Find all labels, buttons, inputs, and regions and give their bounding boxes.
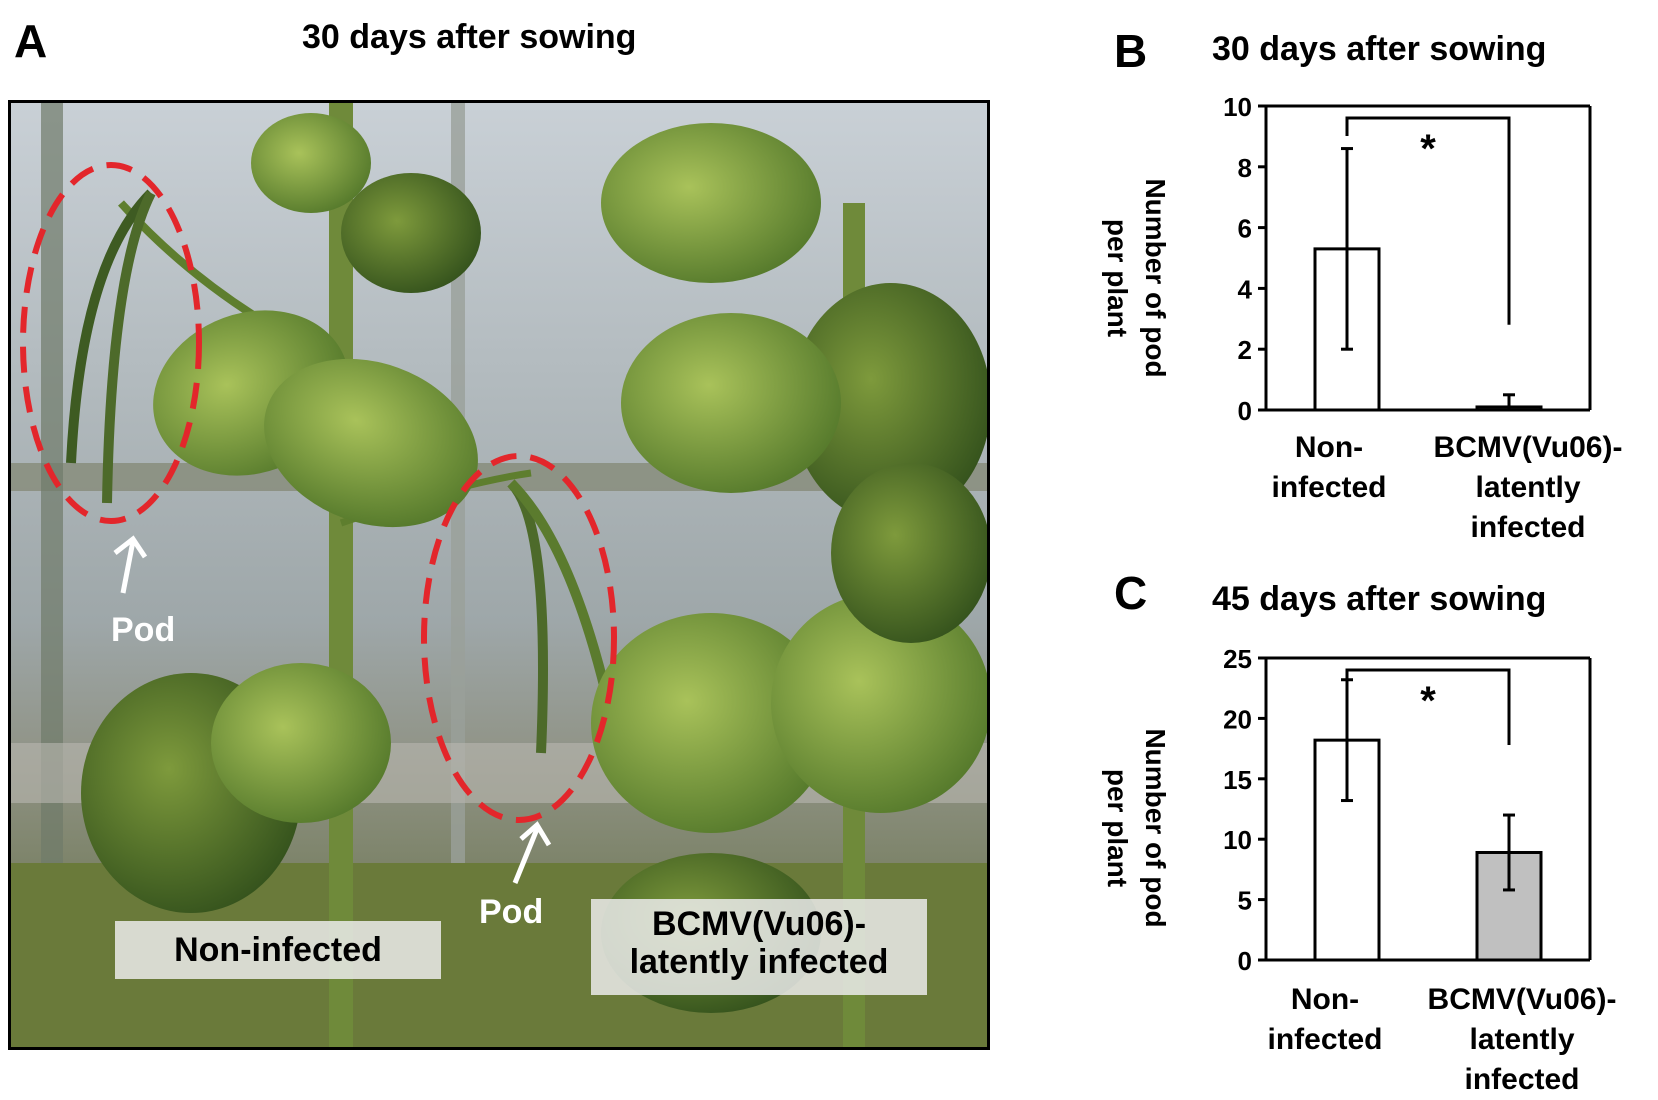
- pod: [66, 189, 155, 464]
- leaf: [771, 593, 987, 813]
- chart-b-ytick-label: 6: [1238, 214, 1252, 244]
- chart-c-ytick-label: 5: [1238, 886, 1252, 916]
- label-non-infected: Non-infected: [115, 921, 441, 979]
- chart-c-category-1: Non- infected: [1210, 980, 1440, 1060]
- chart-c-significance-bracket: [1345, 668, 1511, 746]
- panel-c-ylabel-line2: per plant: [1102, 768, 1133, 888]
- panel-a-title: 30 days after sowing: [302, 18, 637, 56]
- leaf: [601, 123, 821, 283]
- panel-c-ylabel-line1: Number of pod: [1140, 728, 1171, 928]
- chart-b-significance-bracket: [1345, 116, 1511, 325]
- chart-b-ytick-label: 0: [1238, 396, 1252, 426]
- pod: [102, 190, 156, 504]
- chart-b-category-2: BCMV(Vu06)- latently infected: [1408, 428, 1648, 548]
- panel-b-ylabel-line2: per plant: [1102, 218, 1133, 338]
- chart-c-cat2-line2: latently: [1469, 1023, 1575, 1056]
- chart-c-ytick-label: 0: [1238, 946, 1252, 976]
- arrow-icon: [113, 535, 148, 594]
- plant-photo-illustration: [11, 103, 987, 1047]
- pod-highlight-ellipse: [421, 453, 617, 823]
- chart-b-cat1-line2: infected: [1271, 471, 1387, 504]
- leaf: [791, 283, 987, 523]
- chart-b-cat2-line1: BCMV(Vu06)-: [1433, 431, 1623, 464]
- chart-c-cat2-line3: infected: [1464, 1063, 1580, 1096]
- leaf: [591, 613, 831, 833]
- chart-b-cat1-line1: Non-: [1294, 431, 1364, 464]
- leaf: [831, 463, 987, 643]
- pod-label-2: Pod: [479, 893, 544, 931]
- frame-post: [41, 103, 63, 1047]
- chart-c-ytick-label: 25: [1223, 644, 1252, 674]
- plant-photo: Pod Pod Non-infected BCMV(Vu06)- latentl…: [8, 100, 990, 1050]
- leaf: [341, 173, 481, 293]
- panel-c-title: 45 days after sowing: [1212, 580, 1547, 618]
- label-infected-line2: latently infected: [629, 943, 889, 981]
- chart-c-ytick-label: 10: [1223, 825, 1252, 855]
- panel-letter-b: B: [1114, 25, 1148, 77]
- leaf: [211, 663, 391, 823]
- frame-post: [451, 103, 465, 1047]
- panel-c-ylabel: Number of pod per plant: [1098, 698, 1174, 958]
- chart-c-bar: [1313, 738, 1381, 962]
- panel-b-ylabel-line1: Number of pod: [1140, 178, 1171, 378]
- chart-b-ytick-label: 4: [1238, 274, 1253, 304]
- label-infected: BCMV(Vu06)- latently infected: [591, 899, 927, 995]
- chart-b-cat2-line3: infected: [1470, 511, 1586, 544]
- chart-c-cat2-line1: BCMV(Vu06)-: [1427, 983, 1617, 1016]
- chart-c-significance-marker: *: [1420, 679, 1436, 723]
- chart-b-ytick-label: 2: [1238, 335, 1252, 365]
- chart-c-category-2: BCMV(Vu06)- latently infected: [1402, 980, 1642, 1100]
- label-infected-line1: BCMV(Vu06)-: [651, 905, 867, 943]
- chart-b-ytick-label: 8: [1238, 153, 1252, 183]
- leaf: [621, 313, 841, 493]
- panel-b-ylabel: Number of pod per plant: [1098, 148, 1174, 408]
- chart-c-cat1-line1: Non-: [1290, 983, 1360, 1016]
- chart-c-ytick-label: 15: [1223, 765, 1252, 795]
- panel-letter-a: A: [14, 15, 48, 67]
- pod-label-1: Pod: [111, 611, 176, 649]
- panel-b-title: 30 days after sowing: [1212, 30, 1547, 68]
- chart-b-significance-marker: *: [1420, 127, 1436, 171]
- chart-b-ytick-label: 10: [1223, 92, 1252, 122]
- chart-b-category-1: Non- infected: [1214, 428, 1444, 508]
- chart-b-cat2-line2: latently: [1475, 471, 1581, 504]
- chart-b: 0 2 4 6 8 10 *: [1223, 92, 1592, 426]
- chart-c-ytick-label: 20: [1223, 704, 1252, 734]
- panel-letter-c: C: [1114, 567, 1148, 619]
- chart-c: 0 5 10 15 20 25 *: [1223, 644, 1592, 976]
- arrow-icon: [512, 821, 552, 884]
- leaf: [251, 113, 371, 213]
- chart-c-cat1-line2: infected: [1267, 1023, 1383, 1056]
- pod-highlight-ellipse: [20, 162, 202, 524]
- leaf: [264, 358, 478, 528]
